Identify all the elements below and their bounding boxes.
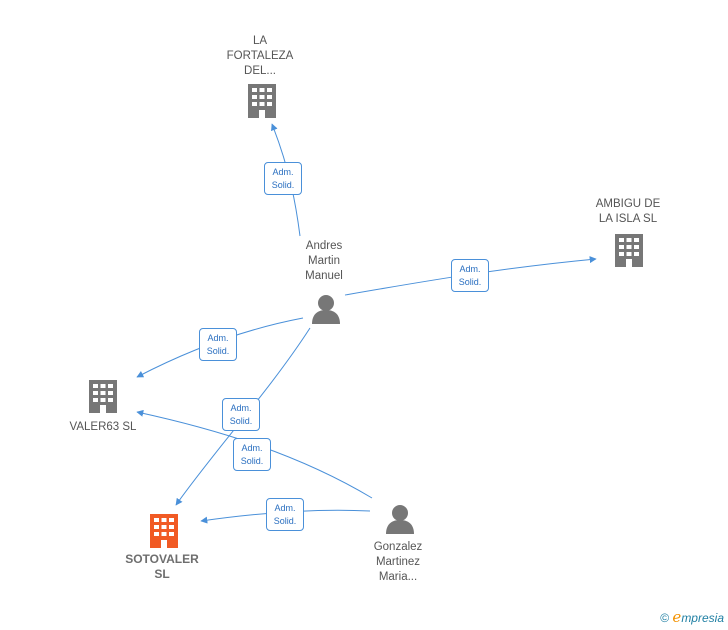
person-icon[interactable] xyxy=(312,295,340,324)
building-icon[interactable] xyxy=(615,234,643,267)
brand-initial: e xyxy=(672,608,682,626)
edges xyxy=(136,123,597,524)
node-label-valer63[interactable]: VALER63 SL xyxy=(69,421,137,433)
building-icon[interactable] xyxy=(89,380,117,413)
building-icon[interactable] xyxy=(150,514,178,548)
edge-label-andres-valer63[interactable]: Adm. Solid. xyxy=(199,328,237,361)
node-label-fortaleza[interactable]: LA FORTALEZA DEL... xyxy=(226,35,294,77)
brand-logo: © empresia xyxy=(660,608,724,626)
brand-name: mpresia xyxy=(681,611,724,625)
edge-label-andres-sotovaler[interactable]: Adm. Solid. xyxy=(222,398,260,431)
edge-label-andres-ambigu[interactable]: Adm. Solid. xyxy=(451,259,489,292)
node-label-andres[interactable]: Andres Martin Manuel xyxy=(305,240,343,282)
node-label-gonzalez[interactable]: Gonzalez Martinez Maria... xyxy=(373,541,423,583)
edge-label-gonzalez-valer63[interactable]: Adm. Solid. xyxy=(233,438,271,471)
person-icon[interactable] xyxy=(386,505,414,534)
building-icon[interactable] xyxy=(248,84,276,118)
edge-label-andres-fortaleza[interactable]: Adm. Solid. xyxy=(264,162,302,195)
node-label-sotovaler[interactable]: SOTOVALER SL xyxy=(125,552,199,581)
node-label-ambigu[interactable]: AMBIGU DE LA ISLA SL xyxy=(595,198,661,225)
copyright-symbol: © xyxy=(660,611,670,625)
edge-label-gonzalez-sotovaler[interactable]: Adm. Solid. xyxy=(266,498,304,531)
